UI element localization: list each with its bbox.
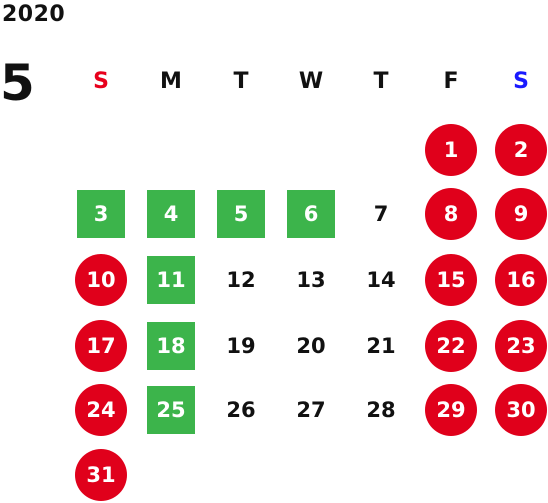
- holiday-circle: [75, 384, 127, 436]
- day-number: 25: [156, 398, 186, 422]
- holiday-circle: [495, 254, 547, 306]
- day-number: 13: [296, 268, 326, 292]
- day-cell-31[interactable]: 31: [75, 449, 127, 501]
- holiday-circle: [495, 384, 547, 436]
- day-number: 5: [233, 202, 249, 226]
- day-number: 14: [366, 268, 396, 292]
- day-number: 30: [506, 398, 536, 422]
- day-number: 21: [366, 334, 396, 358]
- day-number: 8: [443, 202, 459, 226]
- day-cell-16[interactable]: 16: [495, 254, 547, 306]
- holiday-circle: [425, 188, 477, 240]
- vacation-square: [147, 256, 195, 304]
- weekday-0: S: [93, 69, 109, 94]
- weekday-2: T: [233, 69, 249, 94]
- day-number: 15: [436, 268, 466, 292]
- day-number: 22: [436, 334, 466, 358]
- day-cell-26[interactable]: 26: [215, 384, 267, 436]
- vacation-square: [147, 190, 195, 238]
- holiday-circle: [425, 320, 477, 372]
- vacation-square: [77, 190, 125, 238]
- day-number: 24: [86, 398, 116, 422]
- day-cell-10[interactable]: 10: [75, 254, 127, 306]
- day-number: 4: [163, 202, 179, 226]
- day-cell-12[interactable]: 12: [215, 254, 267, 306]
- day-number: 18: [156, 334, 186, 358]
- day-cell-23[interactable]: 23: [495, 320, 547, 372]
- day-number: 28: [366, 398, 396, 422]
- day-cell-7[interactable]: 7: [355, 188, 407, 240]
- day-number: 17: [86, 334, 116, 358]
- day-cell-22[interactable]: 22: [425, 320, 477, 372]
- day-cell-27[interactable]: 27: [285, 384, 337, 436]
- vacation-square: [147, 322, 195, 370]
- day-cell-9[interactable]: 9: [495, 188, 547, 240]
- day-cell-29[interactable]: 29: [425, 384, 477, 436]
- day-number: 27: [296, 398, 326, 422]
- vacation-square: [147, 386, 195, 434]
- day-cell-6[interactable]: 6: [285, 188, 337, 240]
- weekday-6: S: [513, 69, 529, 94]
- day-cell-1[interactable]: 1: [425, 124, 477, 176]
- vacation-square: [217, 190, 265, 238]
- day-number: 12: [226, 268, 256, 292]
- month-number: 5: [0, 54, 35, 112]
- holiday-circle: [495, 188, 547, 240]
- day-cell-14[interactable]: 14: [355, 254, 407, 306]
- holiday-circle: [495, 320, 547, 372]
- day-cell-2[interactable]: 2: [495, 124, 547, 176]
- vacation-square: [287, 190, 335, 238]
- weekday-4: T: [373, 69, 389, 94]
- day-cell-30[interactable]: 30: [495, 384, 547, 436]
- year-label: 2020: [2, 2, 66, 27]
- day-number: 23: [506, 334, 536, 358]
- day-number: 29: [436, 398, 466, 422]
- day-cell-21[interactable]: 21: [355, 320, 407, 372]
- weekday-1: M: [160, 69, 182, 94]
- day-number: 19: [226, 334, 256, 358]
- day-number: 26: [226, 398, 256, 422]
- weekday-5: F: [443, 69, 459, 94]
- day-number: 2: [513, 138, 529, 162]
- day-number: 10: [86, 268, 116, 292]
- day-number: 16: [506, 268, 536, 292]
- day-cell-8[interactable]: 8: [425, 188, 477, 240]
- day-cell-17[interactable]: 17: [75, 320, 127, 372]
- day-number: 1: [443, 138, 459, 162]
- day-number: 11: [156, 268, 186, 292]
- day-cell-5[interactable]: 5: [215, 188, 267, 240]
- holiday-circle: [425, 124, 477, 176]
- day-number: 31: [86, 463, 116, 487]
- holiday-circle: [495, 124, 547, 176]
- weekday-3: W: [298, 69, 324, 94]
- holiday-circle: [425, 254, 477, 306]
- day-number: 20: [296, 334, 326, 358]
- day-cell-19[interactable]: 19: [215, 320, 267, 372]
- day-number: 9: [513, 202, 529, 226]
- day-cell-18[interactable]: 18: [145, 320, 197, 372]
- day-number: 7: [373, 202, 389, 226]
- day-cell-20[interactable]: 20: [285, 320, 337, 372]
- holiday-circle: [425, 384, 477, 436]
- day-cell-25[interactable]: 25: [145, 384, 197, 436]
- holiday-circle: [75, 320, 127, 372]
- day-cell-4[interactable]: 4: [145, 188, 197, 240]
- day-cell-24[interactable]: 24: [75, 384, 127, 436]
- holiday-circle: [75, 254, 127, 306]
- day-cell-15[interactable]: 15: [425, 254, 477, 306]
- day-cell-3[interactable]: 3: [75, 188, 127, 240]
- day-number: 3: [93, 202, 109, 226]
- day-cell-13[interactable]: 13: [285, 254, 337, 306]
- day-cell-28[interactable]: 28: [355, 384, 407, 436]
- day-number: 6: [303, 202, 319, 226]
- day-cell-11[interactable]: 11: [145, 254, 197, 306]
- holiday-circle: [75, 449, 127, 501]
